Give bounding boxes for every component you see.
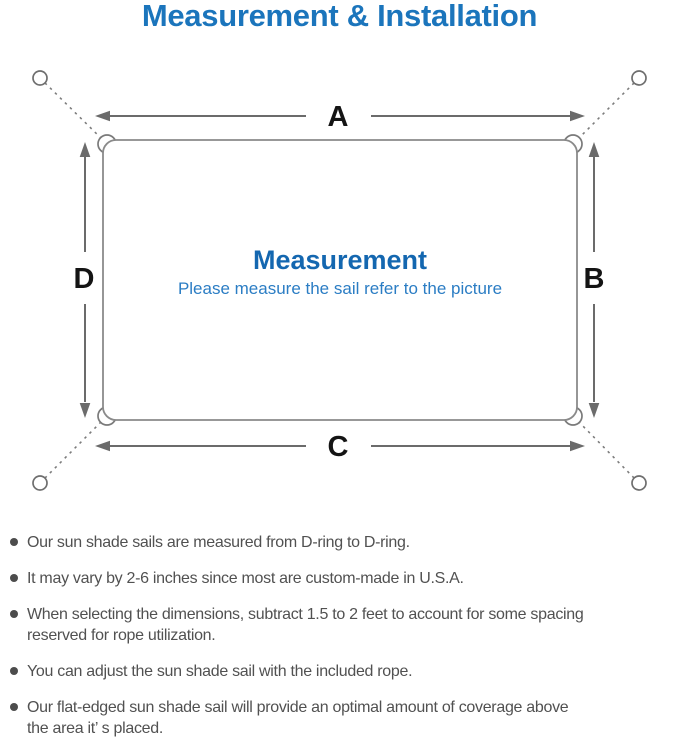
diagram-center-subtitle: Please measure the sail refer to the pic… xyxy=(178,279,502,298)
arrow-a-left-head xyxy=(95,110,110,122)
note-item: Our flat-edged sun shade sail will provi… xyxy=(10,697,677,739)
anchor-ring-icon-bottom-left xyxy=(32,475,48,491)
note-text: You can adjust the sun shade sail with t… xyxy=(27,663,413,680)
arrow-a-right-head xyxy=(570,110,585,122)
page-title: Measurement & Installation xyxy=(141,0,538,33)
dimension-label-a: A xyxy=(328,101,349,133)
rope-line-bottom-right xyxy=(573,416,640,484)
arrow-c-left-head xyxy=(95,440,110,452)
dimension-label-b: B xyxy=(584,263,605,295)
note-text: Our flat-edged sun shade sail will provi… xyxy=(27,699,569,737)
arrow-b-top-head xyxy=(588,142,600,157)
arrow-c-right-head xyxy=(570,440,585,452)
bullet-icon xyxy=(10,667,18,675)
note-item: When selecting the dimensions, subtract … xyxy=(10,604,677,646)
note-item: Our sun shade sails are measured from D-… xyxy=(10,532,677,553)
rope-line-bottom-left xyxy=(39,416,107,484)
bullet-icon xyxy=(10,574,18,582)
note-text: When selecting the dimensions, subtract … xyxy=(27,606,584,644)
note-item: You can adjust the sun shade sail with t… xyxy=(10,661,677,682)
notes-list: Our sun shade sails are measured from D-… xyxy=(10,532,677,754)
sail-outline xyxy=(102,139,578,421)
dimension-label-d: D xyxy=(74,263,95,295)
arrow-d-bottom-head xyxy=(79,403,91,418)
note-item: It may vary by 2-6 inches since most are… xyxy=(10,568,677,589)
anchor-ring-icon-top-left xyxy=(32,70,48,86)
anchor-ring-icon-top-right xyxy=(631,70,647,86)
arrow-d-top-head xyxy=(79,142,91,157)
bullet-icon xyxy=(10,538,18,546)
rope-line-top-right xyxy=(573,77,640,144)
arrow-b-bottom-head xyxy=(588,403,600,418)
anchor-ring-icon-bottom-right xyxy=(631,475,647,491)
rope-line-top-left xyxy=(39,77,107,144)
measurement-diagram: A C D B Measurement Please measure the s… xyxy=(32,70,647,491)
dimension-label-c: C xyxy=(328,431,349,463)
bullet-icon xyxy=(10,703,18,711)
note-text: Our sun shade sails are measured from D-… xyxy=(27,534,410,551)
bullet-icon xyxy=(10,610,18,618)
diagram-center-title: Measurement xyxy=(253,245,427,275)
note-text: It may vary by 2-6 inches since most are… xyxy=(27,570,464,587)
